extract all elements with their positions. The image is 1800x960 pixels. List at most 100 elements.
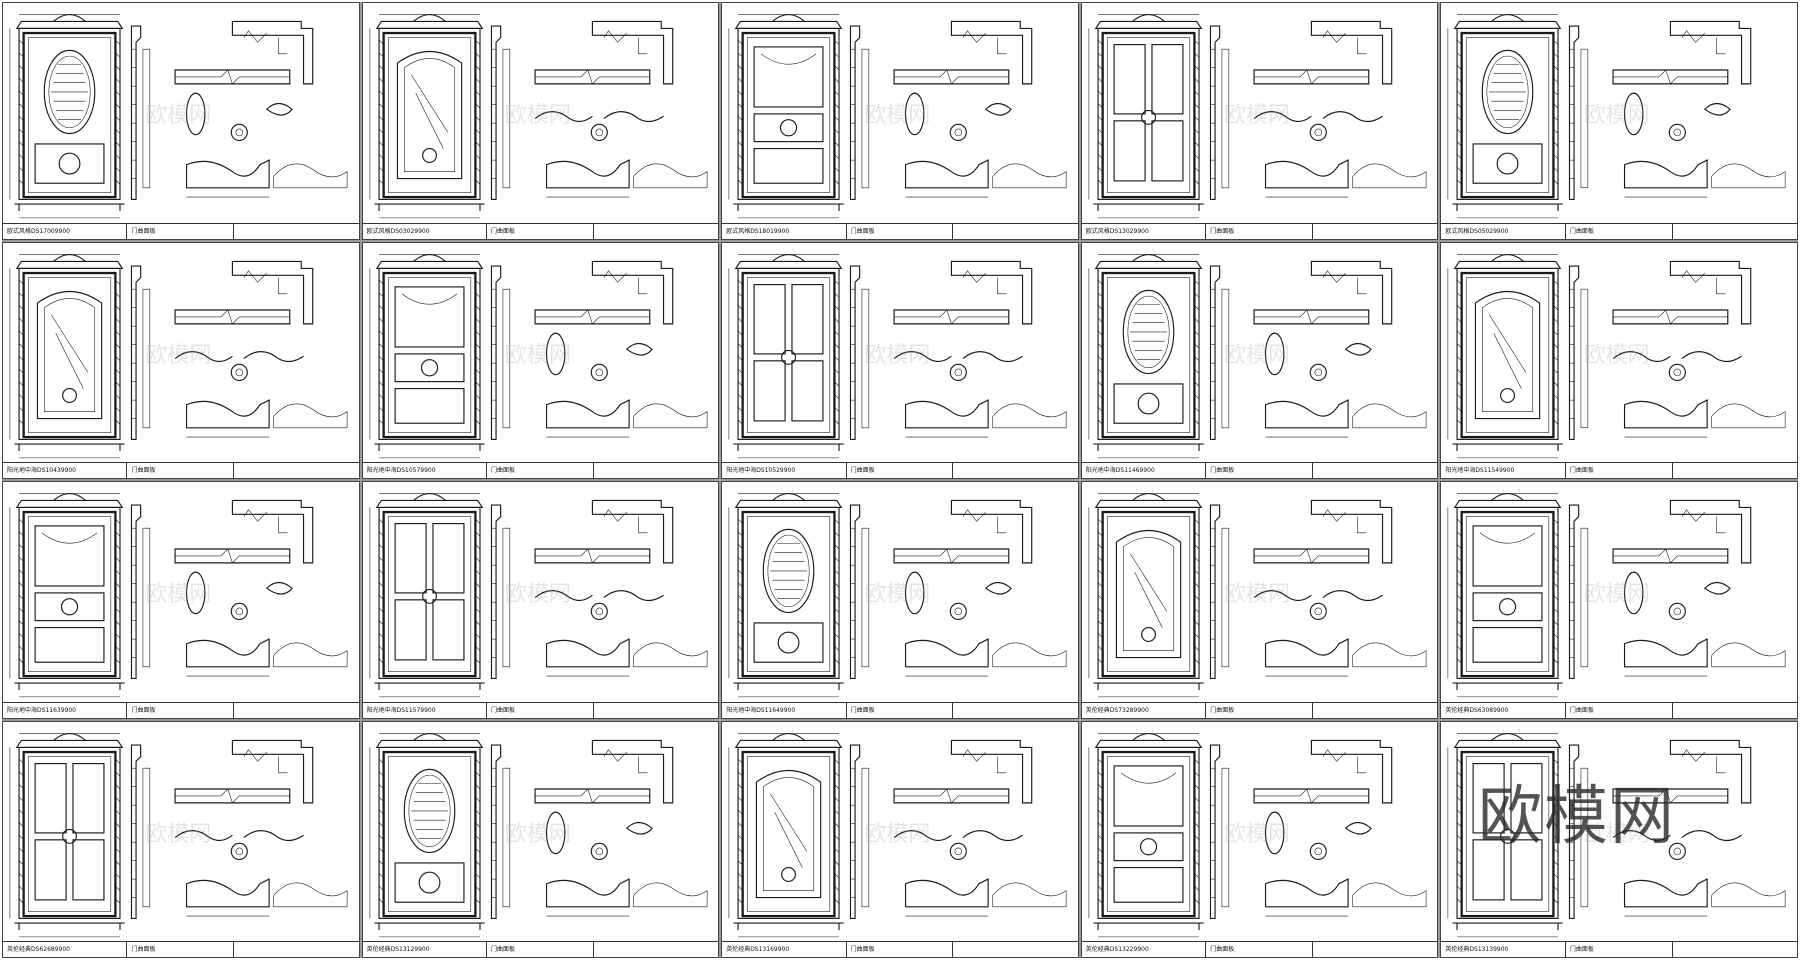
molding-profiles (534, 260, 708, 437)
door-elevation (369, 732, 485, 937)
molding-profiles (1612, 739, 1786, 916)
sheet-code: 英伦经典DS62689900 (3, 942, 128, 957)
sheet-blank-cell (953, 463, 1077, 478)
sheet-blank-cell (234, 224, 358, 239)
sheet-subtitle: 门曲面板 (487, 223, 594, 239)
sheet-blank-cell (234, 703, 358, 718)
molding-profiles (1253, 260, 1427, 437)
sheet-code: 欧式风格DS13029900 (1082, 223, 1207, 239)
door-elevation (728, 492, 844, 698)
molding-profiles (534, 499, 708, 677)
sheet-subtitle: 门曲面板 (847, 463, 954, 478)
sheet-code: 英伦经典DS13129900 (363, 942, 488, 957)
sheet-code: 阳光地中海DS10529900 (722, 463, 847, 478)
sheet-code: 欧式风格DS17009900 (3, 223, 128, 239)
sheet-code: 欧式风格DS03029900 (363, 223, 488, 239)
door-elevation (1447, 492, 1563, 698)
door-section (490, 25, 510, 200)
sheet-subtitle: 门曲面板 (1206, 702, 1313, 718)
molding-profiles (534, 739, 708, 916)
sheet-subtitle: 门曲面板 (1206, 942, 1313, 957)
sheet-subtitle: 门曲面板 (127, 942, 235, 957)
cad-drawing (1447, 253, 1786, 458)
cad-drawing (1088, 732, 1427, 937)
cad-drawing (1088, 492, 1427, 698)
door-elevation (1447, 732, 1563, 937)
sheet-subtitle: 门曲面板 (847, 702, 954, 718)
cad-drawing (1447, 492, 1786, 698)
molding-profiles (174, 260, 348, 437)
sheet-subtitle: 门曲面板 (487, 463, 594, 478)
sheet-blank-cell (1313, 942, 1437, 957)
molding-profiles (1253, 499, 1427, 677)
door-elevation (9, 492, 125, 698)
cad-drawing (9, 253, 348, 458)
sheet-subtitle: 门曲面板 (847, 223, 954, 239)
sheet-code: 欧式风格DS18019900 (722, 223, 847, 239)
door-section (490, 744, 510, 919)
door-section (850, 25, 870, 200)
sheet-code: 阳光地中海DS10439900 (3, 463, 128, 478)
sheet-subtitle: 门曲面板 (1206, 223, 1313, 239)
cad-drawing (1447, 13, 1786, 219)
molding-profiles (893, 20, 1067, 198)
sheet-blank-cell (1673, 942, 1797, 957)
door-elevation (1088, 13, 1204, 219)
molding-profiles (174, 20, 348, 198)
door-section (130, 25, 151, 200)
cad-drawing (728, 492, 1067, 698)
molding-profiles (1253, 20, 1427, 198)
cad-drawing (1088, 253, 1427, 458)
sheet-blank-cell (1673, 703, 1797, 718)
sheet-code: 欧式风格DS05029900 (1441, 223, 1566, 239)
molding-profiles (1612, 20, 1786, 198)
door-section (850, 744, 870, 919)
molding-profiles (174, 739, 348, 916)
sheet-blank-cell (594, 942, 718, 957)
door-elevation (728, 253, 844, 458)
sheet-code: 阳光地中海DS10579900 (363, 463, 488, 478)
sheet-subtitle: 门曲面板 (1566, 223, 1673, 239)
door-elevation (728, 13, 844, 219)
sheet-code: 英伦经典DS63089900 (1441, 702, 1566, 718)
door-section (1209, 504, 1229, 679)
sheet-subtitle: 门曲面板 (1566, 942, 1673, 957)
sheet-blank-cell (953, 224, 1077, 239)
door-section (490, 504, 510, 679)
door-section (1209, 265, 1229, 440)
cad-drawing (1088, 13, 1427, 219)
door-section (490, 265, 510, 440)
sheet-subtitle: 门曲面板 (487, 702, 594, 718)
sheet-blank-cell (594, 703, 718, 718)
sheet-code: 阳光地中海DS11649900 (722, 702, 847, 718)
door-section (1569, 504, 1589, 679)
cad-drawing (369, 253, 708, 458)
sheet-blank-cell (1313, 703, 1437, 718)
molding-profiles (893, 499, 1067, 677)
sheet-blank-cell (594, 463, 718, 478)
sheet-blank-cell (953, 703, 1077, 718)
door-section (1569, 744, 1589, 919)
